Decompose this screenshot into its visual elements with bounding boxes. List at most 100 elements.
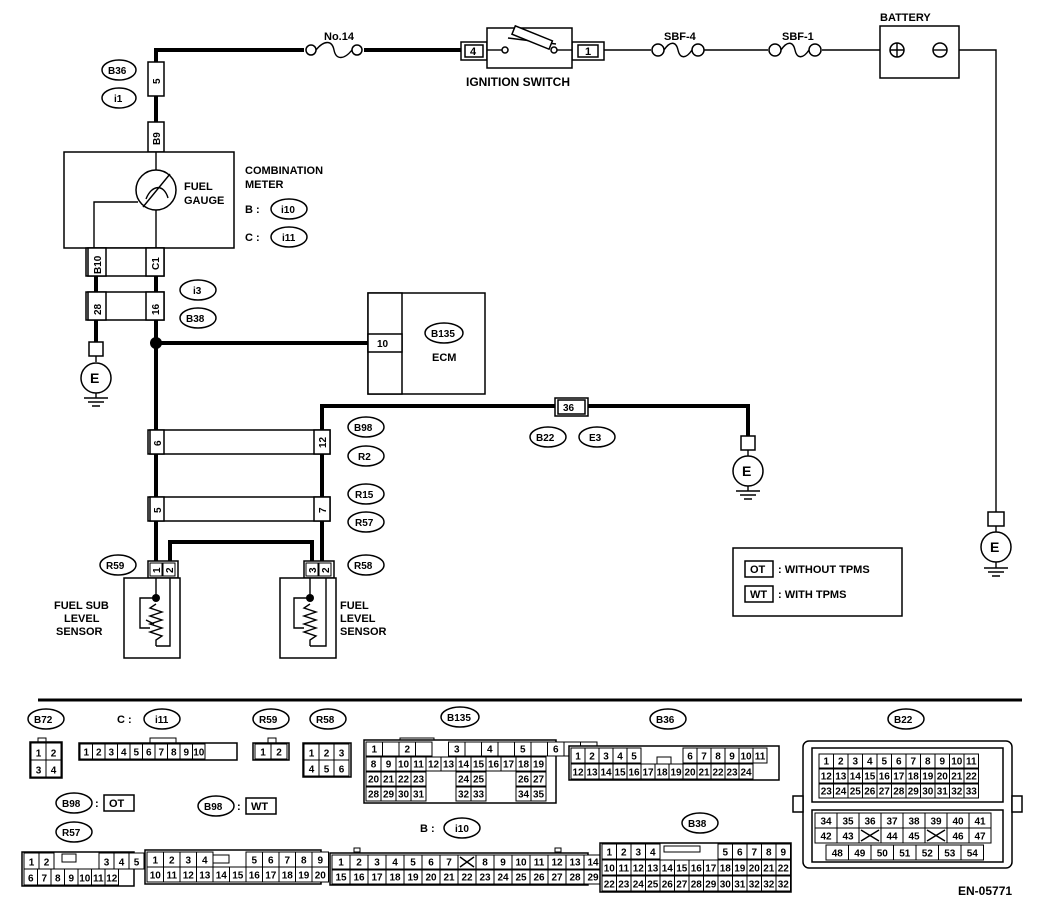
legend-wt-text: : WITH TPMS — [778, 589, 846, 601]
pin-number: 1 — [152, 856, 158, 867]
pin-number: 31 — [413, 790, 425, 801]
pin-number: 34 — [518, 790, 530, 801]
pin-number: 7 — [446, 858, 452, 869]
pin-number: 20 — [684, 768, 696, 779]
pin-number: 17 — [371, 873, 383, 884]
pin-cell — [497, 741, 515, 757]
pin-number: 5 — [722, 848, 728, 859]
pin-number: 27 — [676, 880, 688, 891]
pin-number: 9 — [780, 848, 786, 859]
ecm: 10 B135 ECM — [367, 292, 486, 395]
pin-number: 17 — [265, 871, 277, 882]
pin-number: 12 — [633, 864, 645, 875]
pin-cell — [415, 741, 433, 757]
pin-number: 8 — [55, 874, 61, 885]
pin-number: 3 — [635, 848, 641, 859]
pin-number: 35 — [533, 790, 545, 801]
pin-number: 14 — [600, 768, 612, 779]
battery: BATTERY — [879, 12, 960, 79]
pin-number: 28 — [368, 790, 380, 801]
pin-number: 50 — [877, 849, 889, 860]
pin-number: 51 — [899, 849, 911, 860]
pin-number: 29 — [587, 873, 599, 884]
pin-number: 41 — [974, 817, 986, 828]
pin-number: 22 — [712, 768, 724, 779]
pin-cell — [311, 866, 329, 883]
pin-number: 13 — [586, 768, 598, 779]
pin-number: 2 — [356, 858, 362, 869]
pin-number: 12 — [183, 871, 195, 882]
tag-i3-text: i3 — [193, 286, 202, 297]
pin-number: 26 — [864, 787, 876, 798]
pin-number: 4 — [309, 765, 315, 776]
pin-number: 25 — [647, 880, 659, 891]
sub-label-3: SENSOR — [56, 626, 103, 638]
pin-cell — [45, 759, 62, 778]
pin-number: 19 — [407, 873, 419, 884]
pin-cell — [960, 844, 984, 861]
ground-left: E — [80, 320, 112, 407]
pin-number: 22 — [604, 880, 616, 891]
fuse-label: No.14 — [324, 31, 355, 43]
pin-number: 17 — [893, 772, 905, 783]
pin-number: 21 — [698, 768, 710, 779]
pin-number: 19 — [670, 768, 682, 779]
tag-r15-text: R15 — [355, 490, 374, 501]
connector-lock — [212, 854, 230, 864]
view-r59-label: R59 — [259, 715, 278, 726]
pin-cell — [530, 756, 547, 772]
fuel-gauge-label-2: GAUGE — [184, 195, 224, 207]
pin-number: 21 — [763, 864, 775, 875]
view-b36-label: B36 — [656, 715, 675, 726]
pin-number: 32 — [778, 880, 790, 891]
pin-number: 20 — [937, 772, 949, 783]
pin-number: 54 — [967, 849, 979, 860]
pin-number: 22 — [461, 873, 473, 884]
view-i10-label: i10 — [455, 824, 469, 835]
blank-pin — [459, 856, 475, 868]
pin-cell — [775, 859, 791, 876]
pin-number: 5 — [134, 858, 140, 869]
pin-number: 23 — [413, 775, 425, 786]
connector-b36-pin: 5 — [147, 61, 165, 97]
pin-number: 4 — [650, 848, 656, 859]
view-b72-label: B72 — [34, 715, 53, 726]
pin-cell — [192, 743, 206, 760]
pin-36: 36 — [563, 403, 575, 414]
pin-number: 17 — [503, 760, 515, 771]
pin-number: 26 — [518, 775, 530, 786]
pin-number: 27 — [533, 775, 545, 786]
pin-number: 27 — [551, 873, 563, 884]
connector-b9-pin: B9 — [147, 121, 165, 153]
pin-number: 32 — [749, 880, 761, 891]
pin-cell — [530, 786, 547, 802]
connector-lock — [353, 847, 361, 853]
pin-number: 8 — [171, 748, 177, 759]
pin-number: 26 — [662, 880, 674, 891]
pin-number: 32 — [458, 790, 470, 801]
pin-number: 25 — [473, 775, 485, 786]
pin-number: 46 — [952, 832, 964, 843]
pin-number: 24 — [835, 787, 847, 798]
pin-number: 15 — [864, 772, 876, 783]
tag-b38: B38 — [179, 307, 217, 329]
tag-b36: B36 — [101, 59, 137, 81]
pin-number: 11 — [755, 752, 766, 763]
pin-cell — [775, 875, 791, 892]
pin-number: 10 — [398, 760, 410, 771]
ecm-label: ECM — [432, 352, 456, 364]
pin-number: 4 — [617, 752, 623, 763]
pin-cell — [333, 759, 350, 777]
lvl-label-3: SENSOR — [340, 626, 387, 638]
fuse-sbf1: SBF-1 — [768, 31, 822, 58]
pin-number: 38 — [908, 817, 920, 828]
ground-left-label: E — [90, 370, 99, 386]
pin-number: 23 — [618, 880, 630, 891]
pin-number: 3 — [603, 752, 609, 763]
pin-number: 36 — [864, 817, 876, 828]
pin-b10: B10 — [93, 255, 104, 274]
pin-number: 1 — [309, 749, 315, 760]
pin-number: 5 — [410, 858, 416, 869]
tag-i10-text: i10 — [281, 205, 295, 216]
connector-lock — [663, 845, 701, 853]
